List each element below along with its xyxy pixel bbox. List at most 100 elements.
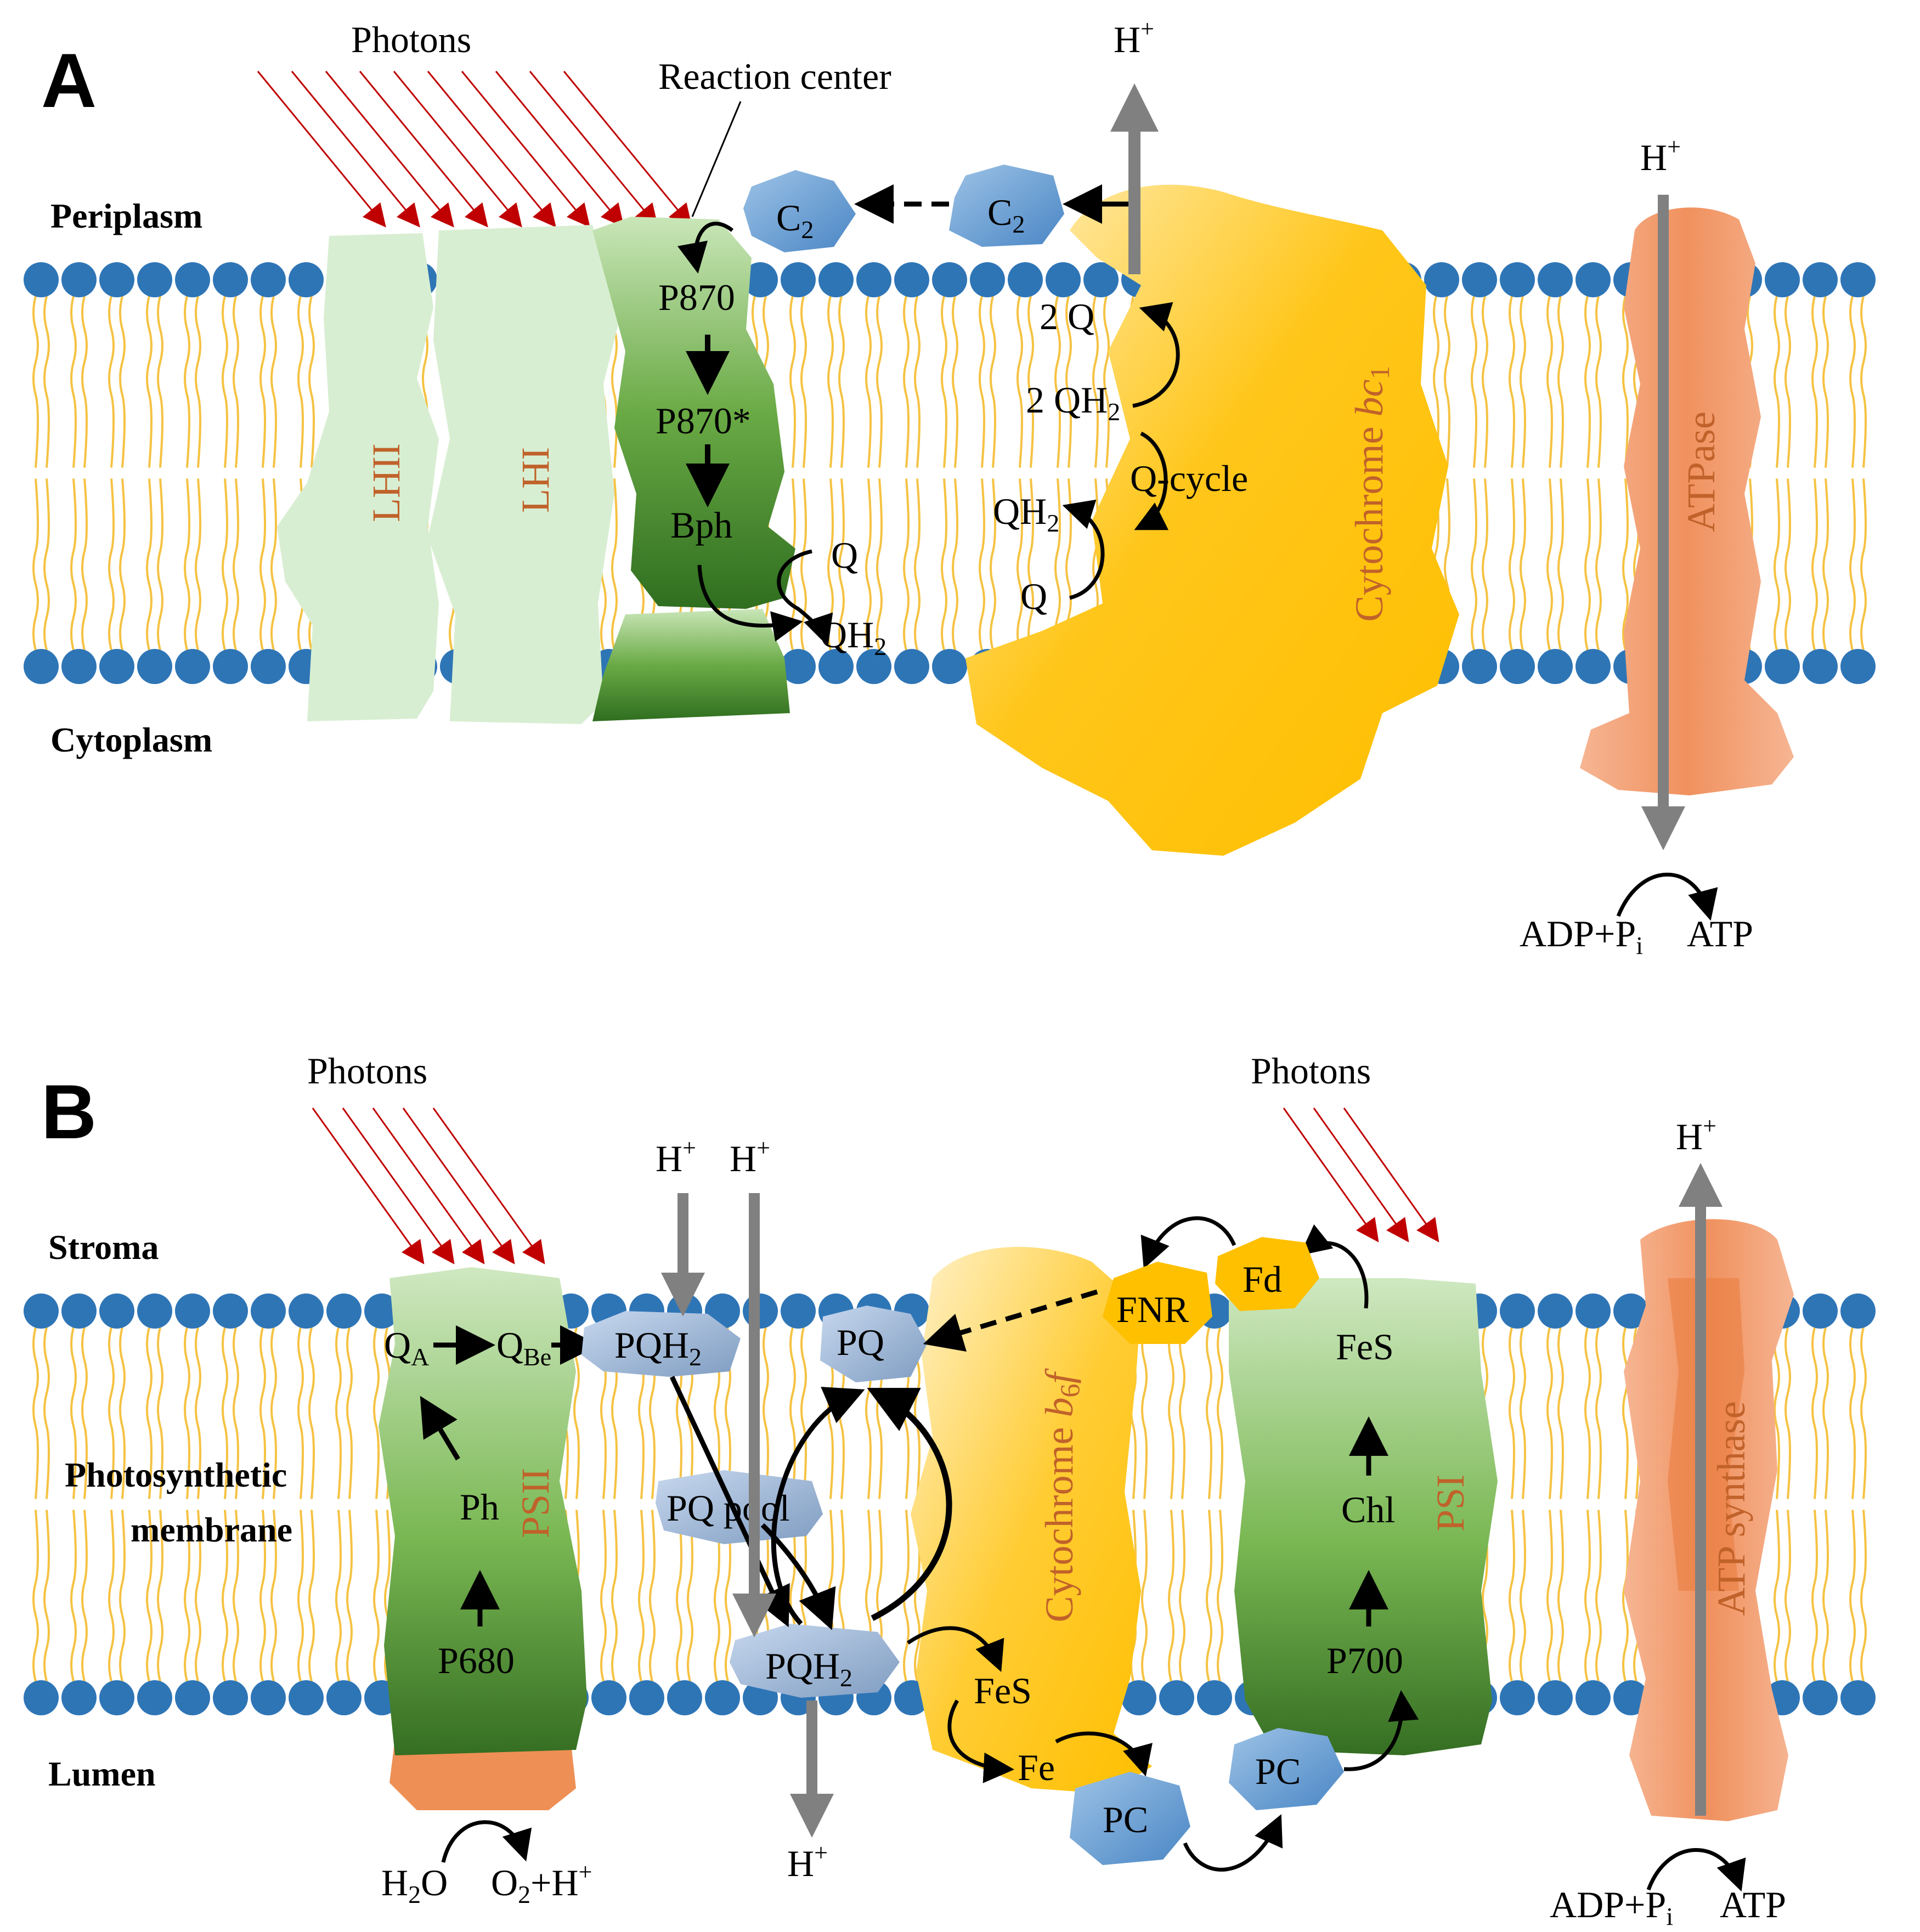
fd-label: Fd xyxy=(1243,1258,1282,1300)
bph-to-qh2-arrow xyxy=(697,564,803,642)
lipid-tail xyxy=(70,1510,77,1682)
lipid-tail xyxy=(259,296,266,468)
lipid-tail xyxy=(1785,296,1791,468)
lipid-head xyxy=(667,1680,702,1715)
psii-lumenal-subunit xyxy=(389,1739,576,1810)
lipid-head xyxy=(213,1293,248,1329)
lipid-head xyxy=(743,1293,778,1329)
lipid-head xyxy=(1462,262,1497,297)
lipid-tail xyxy=(1520,478,1526,651)
lipid-head xyxy=(289,1680,324,1715)
lipid-head xyxy=(1424,262,1459,297)
lipid-tail xyxy=(1520,296,1526,468)
lipid-tail xyxy=(1217,1510,1223,1682)
lipid-tail xyxy=(1811,1510,1818,1682)
photon-arrow xyxy=(1283,1108,1379,1242)
lipid-tail xyxy=(373,1510,380,1682)
lipid-tail xyxy=(990,296,996,468)
lipid-tail xyxy=(903,1510,910,1682)
pc-carrier-left xyxy=(1070,1772,1190,1865)
pq-pool-to-pqh2-arrow xyxy=(760,1523,836,1630)
q-cycle-right-arc xyxy=(867,1388,952,1621)
lipid-head xyxy=(1613,1680,1648,1715)
lipid-head xyxy=(364,1293,399,1329)
lipid-tail xyxy=(146,1327,153,1499)
lipid-head xyxy=(137,1293,172,1329)
water-splitting-arrow xyxy=(441,1820,532,1863)
lipid-tail xyxy=(800,1327,807,1499)
photon-arrow xyxy=(291,71,420,228)
lipid-tail xyxy=(146,478,153,651)
fes-label-cyt: FeS xyxy=(974,1670,1032,1711)
lipid-tail xyxy=(43,1510,50,1682)
lipid-tail xyxy=(195,296,201,468)
lipid-tail xyxy=(914,296,921,468)
q-label-cyt: Q xyxy=(1020,575,1047,617)
lipid-tail xyxy=(1179,1510,1185,1682)
lipid-tail xyxy=(43,296,50,468)
lipid-head xyxy=(1803,1680,1838,1715)
c2-label-left: C2 xyxy=(776,197,814,244)
lipid-tail xyxy=(195,478,201,651)
lipid-head xyxy=(894,262,929,297)
atp-label-b: ATP xyxy=(1720,1884,1786,1925)
pq-label: PQ xyxy=(837,1321,884,1363)
lipid-tail xyxy=(1482,478,1488,651)
lipid-head xyxy=(61,1680,97,1715)
lipid-tail xyxy=(1584,296,1591,468)
periplasm-label: Periplasm xyxy=(50,196,202,235)
lipid-head xyxy=(175,1680,210,1715)
two-q-label: 2 Q xyxy=(1040,296,1094,337)
lipid-tail xyxy=(1546,1510,1553,1682)
lipid-head xyxy=(213,262,248,297)
photon-arrow xyxy=(563,71,692,228)
psi-label: PSI xyxy=(1428,1475,1472,1532)
lipid-tail xyxy=(108,1327,115,1499)
chl-label: Chl xyxy=(1341,1489,1395,1530)
lipid-tail xyxy=(1482,296,1488,468)
lipid-head xyxy=(24,262,59,297)
lipid-head xyxy=(1765,649,1800,684)
lipid-tail xyxy=(1141,1327,1148,1499)
lipid-head xyxy=(1083,262,1119,297)
lipid-tail xyxy=(108,1510,115,1682)
lipid-tail xyxy=(1595,296,1602,468)
lipid-tail xyxy=(270,1510,277,1682)
lipid-head xyxy=(251,649,286,684)
lipid-tail xyxy=(70,478,77,651)
lipid-head xyxy=(1840,1293,1876,1329)
photon-arrow xyxy=(257,71,386,228)
lipid-head xyxy=(1500,1293,1535,1329)
lipid-tail xyxy=(1811,296,1818,468)
pqh2-to-pqh2-arrow xyxy=(669,1376,790,1628)
lipid-tail xyxy=(184,296,190,468)
ph-label: Ph xyxy=(460,1486,499,1528)
lipid-tail xyxy=(1141,1510,1148,1682)
lipid-tail xyxy=(952,296,958,468)
lipid-tail xyxy=(1774,478,1780,651)
lipid-tail xyxy=(1785,478,1791,651)
lipid-head xyxy=(1575,649,1611,684)
lipid-tail xyxy=(1860,478,1867,651)
lipid-tail xyxy=(1557,478,1564,651)
lipid-tail xyxy=(903,296,910,468)
lipid-tail xyxy=(157,1510,163,1682)
lipid-tail xyxy=(1822,1327,1829,1499)
two-qh2-to-two-q-arrow xyxy=(1132,302,1180,408)
photon-arrow xyxy=(529,71,658,228)
lipid-tail xyxy=(865,478,872,651)
lipid-head xyxy=(1500,649,1535,684)
q-cycle-arrow xyxy=(1134,431,1169,530)
lipid-tail xyxy=(1471,296,1477,468)
c2-label-right: C2 xyxy=(987,191,1025,238)
lipid-tail xyxy=(270,478,277,651)
lipid-tail xyxy=(308,296,315,468)
atp-synthesis-arrow-a xyxy=(1616,872,1718,921)
lipid-tail xyxy=(1546,478,1553,651)
lipid-head xyxy=(743,262,778,297)
q-cycle-left-arc xyxy=(771,1387,865,1626)
lipid-tail xyxy=(195,1327,201,1499)
lipid-head xyxy=(1500,262,1535,297)
pc-transfer-arrow xyxy=(1183,1814,1283,1872)
lipid-tail xyxy=(195,1510,201,1682)
